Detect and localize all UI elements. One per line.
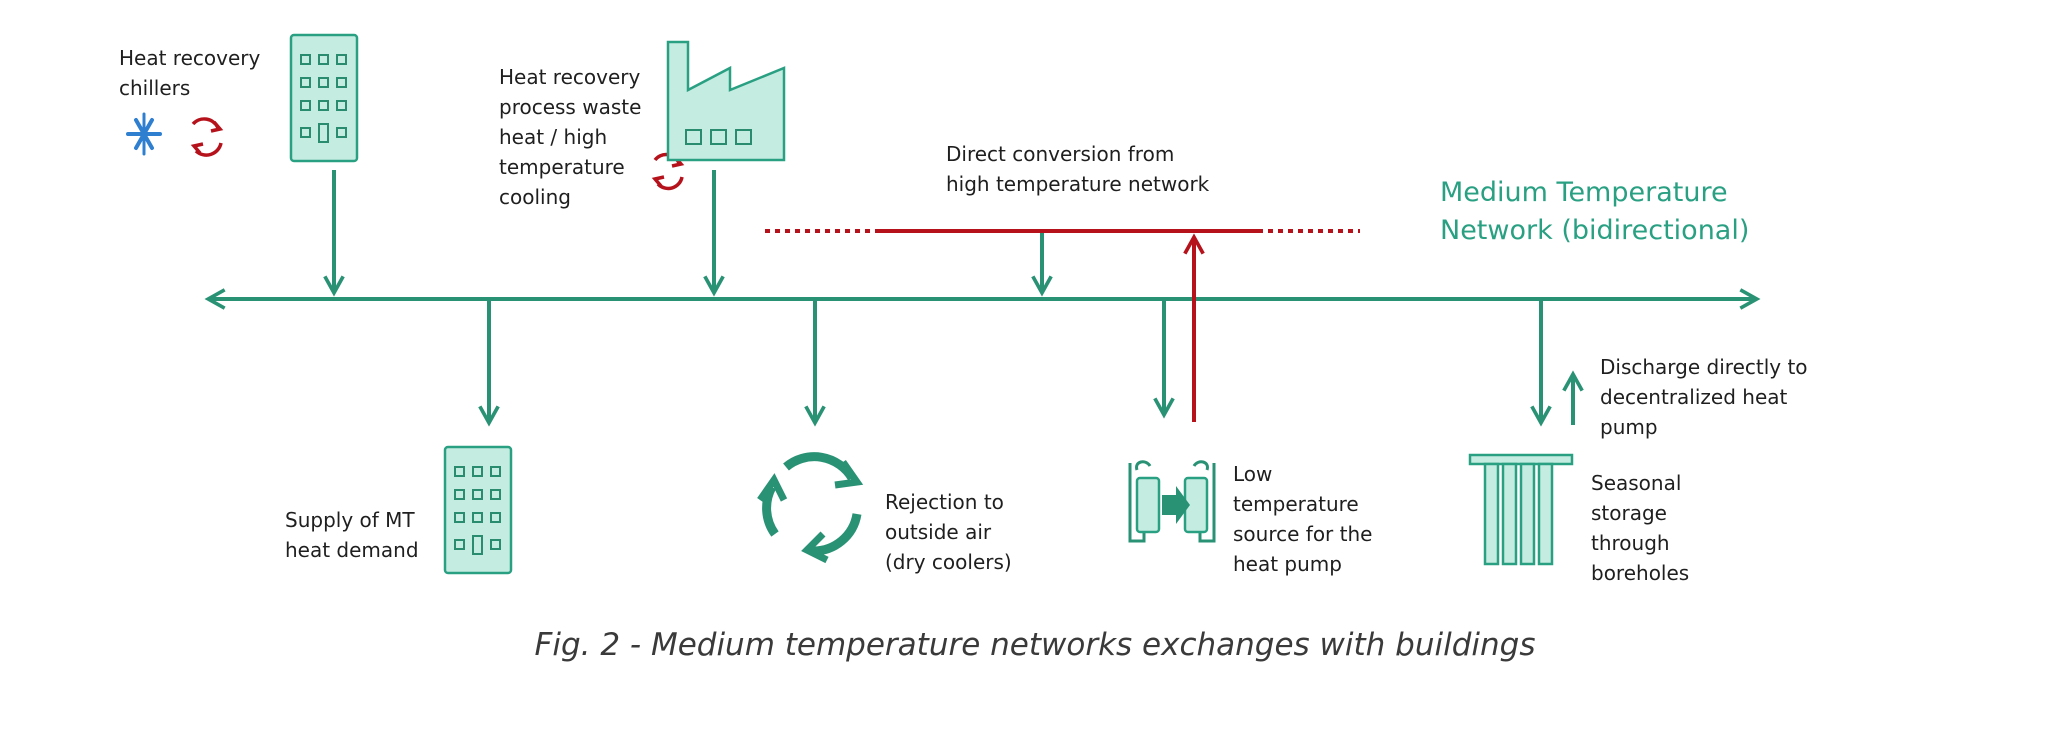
figure-caption: Fig. 2 - Medium temperature networks exc… [534, 627, 1536, 663]
label-supply-mt: Supply of MT heat demand [285, 508, 421, 562]
network-title: Medium Temperature Network (bidirectiona… [1440, 177, 1749, 246]
label-heat-recovery-chillers: Heat recovery chillers [119, 46, 267, 100]
label-seasonal-storage: Seasonal storage through boreholes [1591, 471, 1689, 585]
borehole-storage-icon [1468, 453, 1574, 566]
label-rejection-air: Rejection to outside air (dry coolers) [885, 490, 1012, 574]
recycle-icon-chillers [190, 117, 224, 157]
label-low-temp-source: Low temperature source for the heat pump [1233, 462, 1379, 576]
apartment-building-icon [443, 445, 513, 575]
heat-pump-icon [1128, 460, 1216, 543]
label-discharge: Discharge directly to decentralized heat… [1600, 355, 1814, 439]
office-building-icon [289, 33, 359, 163]
label-process-waste-heat: Heat recovery process waste heat / high … [499, 65, 648, 209]
snowflake-icon [126, 112, 162, 156]
dry-cooler-cycle-icon [757, 452, 864, 564]
label-direct-conversion: Direct conversion from high temperature … [946, 142, 1210, 196]
factory-icon [666, 40, 786, 162]
